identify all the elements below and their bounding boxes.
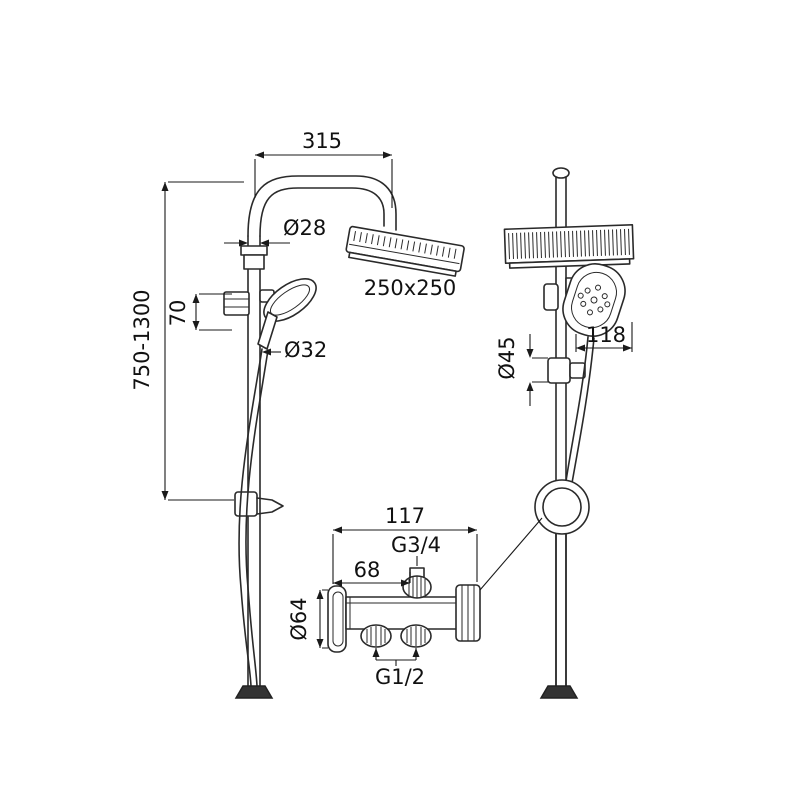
dim-outlet-offset: 68 <box>354 558 381 582</box>
base-foot-front <box>234 685 274 699</box>
dim-valve-width: 117 <box>385 504 425 528</box>
gooseneck-arm <box>247 175 397 237</box>
pipe-cap <box>552 167 570 179</box>
dim-handset-length: 118 <box>586 323 626 347</box>
hand-shower-front <box>257 278 317 350</box>
shower-hose-side <box>565 336 589 482</box>
dim-inlet-thread-bottom: G1/2 <box>375 665 425 689</box>
dim-handle-diameter: Ø32 <box>284 338 327 362</box>
slider-bracket-front <box>234 491 284 517</box>
hand-shower-side <box>562 263 626 337</box>
front-view <box>223 175 465 699</box>
overhead-shower-side <box>503 223 635 269</box>
dim-bar-height-range: 750-1300 <box>130 289 154 390</box>
dim-diverter-height: 70 <box>166 300 190 327</box>
side-view <box>503 167 635 699</box>
dim-head-size: 250x250 <box>364 276 457 300</box>
mixer-valve-detail <box>327 517 543 653</box>
base-foot-side <box>539 685 579 699</box>
dim-flange-diameter: Ø64 <box>287 597 311 640</box>
overhead-shower <box>345 225 465 277</box>
dim-riser-diameter: Ø28 <box>283 216 326 240</box>
dim-slider-diameter: Ø45 <box>495 336 519 379</box>
valve-body <box>345 596 459 630</box>
dimensions: 315 Ø28 250x250 70 Ø32 750-1300 118 Ø45 <box>130 129 633 689</box>
dim-outlet-thread-top: G3/4 <box>391 533 441 557</box>
slider-bracket-side <box>547 357 586 384</box>
dim-top-width: 315 <box>302 129 342 153</box>
bottom-inlet-ports <box>360 624 432 648</box>
pipe-joint <box>240 245 268 256</box>
leader-line <box>479 517 543 591</box>
shower-hose-front <box>238 348 263 687</box>
wall-clamp <box>543 283 559 311</box>
diverter-knob <box>223 291 250 316</box>
